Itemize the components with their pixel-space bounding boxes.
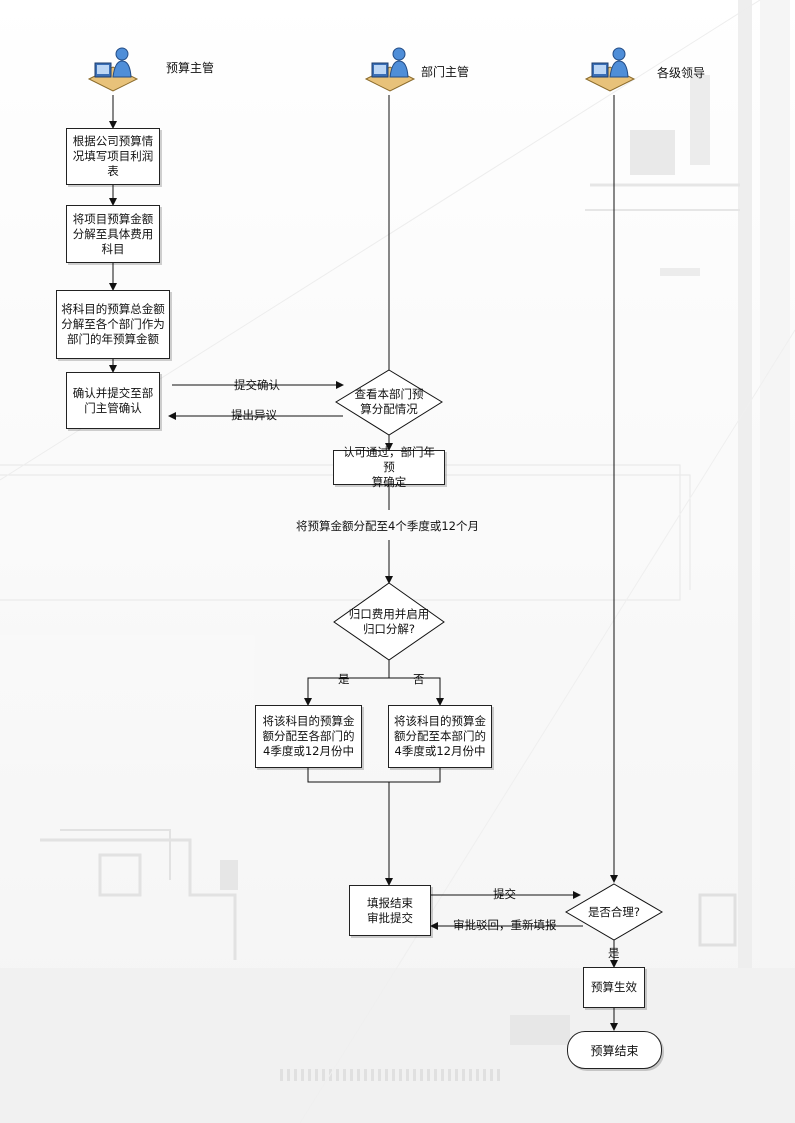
lane-title-dept-manager: 部门主管 — [421, 65, 470, 79]
step-confirm-submit: 确认并提交至部 门主管确认 — [66, 372, 160, 429]
edge-label-submit: 提交 — [493, 887, 516, 901]
step-split-to-departments: 将科目的预算总金额 分解至各个部门作为 部门的年预算金额 — [56, 290, 170, 359]
leaders-icon — [584, 47, 636, 92]
edge-label-yes-bottom: 是 — [608, 946, 620, 960]
lane-title-budget-manager: 预算主管 — [166, 61, 215, 75]
lane-title-leaders: 各级领导 — [657, 66, 706, 80]
decision-reasonable — [565, 883, 663, 941]
lane-lines — [385, 95, 618, 883]
step-allocate-own-department: 将该科目的预算金 额分配至本部门的 4季度或12月份中 — [388, 705, 492, 768]
decision-view-allocation — [335, 369, 443, 436]
step-fill-profit-table: 根据公司预算情 况填写项目利润 表 — [66, 128, 160, 185]
step-budget-effective: 预算生效 — [583, 967, 645, 1008]
connectors — [109, 95, 618, 1031]
edge-label-no: 否 — [413, 672, 425, 686]
edge-label-submit-confirm: 提交确认 — [234, 378, 280, 392]
edge-label-raise-objection: 提出异议 — [231, 408, 277, 422]
decision-cost-split-label: 归口费用并启用 归口分解? — [348, 607, 430, 636]
step-fill-done-submit: 填报结束 审批提交 — [349, 885, 431, 936]
step-split-to-subjects: 将项目预算金额 分解至具体费用 科目 — [66, 205, 160, 263]
decision-cost-split — [333, 582, 445, 661]
step-allocate-quarters: 将预算金额分配至4个季度或12个月 — [296, 519, 479, 533]
edge-label-rejected-refill: 审批驳回，重新填报 — [453, 918, 557, 932]
dept-manager-icon — [364, 47, 416, 92]
budget-manager-icon — [87, 47, 139, 92]
decision-reasonable-label: 是否合理? — [587, 904, 641, 919]
step-department-approved: 认可通过，部门年预 算确定 — [333, 445, 445, 489]
decision-view-allocation-label: 查看本部门预 算分配情况 — [354, 387, 424, 416]
step-allocate-all-departments: 将该科目的预算金 额分配至各部门的 4季度或12月份中 — [255, 705, 362, 768]
edge-label-yes: 是 — [338, 672, 350, 686]
terminal-budget-end: 预算结束 — [567, 1031, 662, 1069]
